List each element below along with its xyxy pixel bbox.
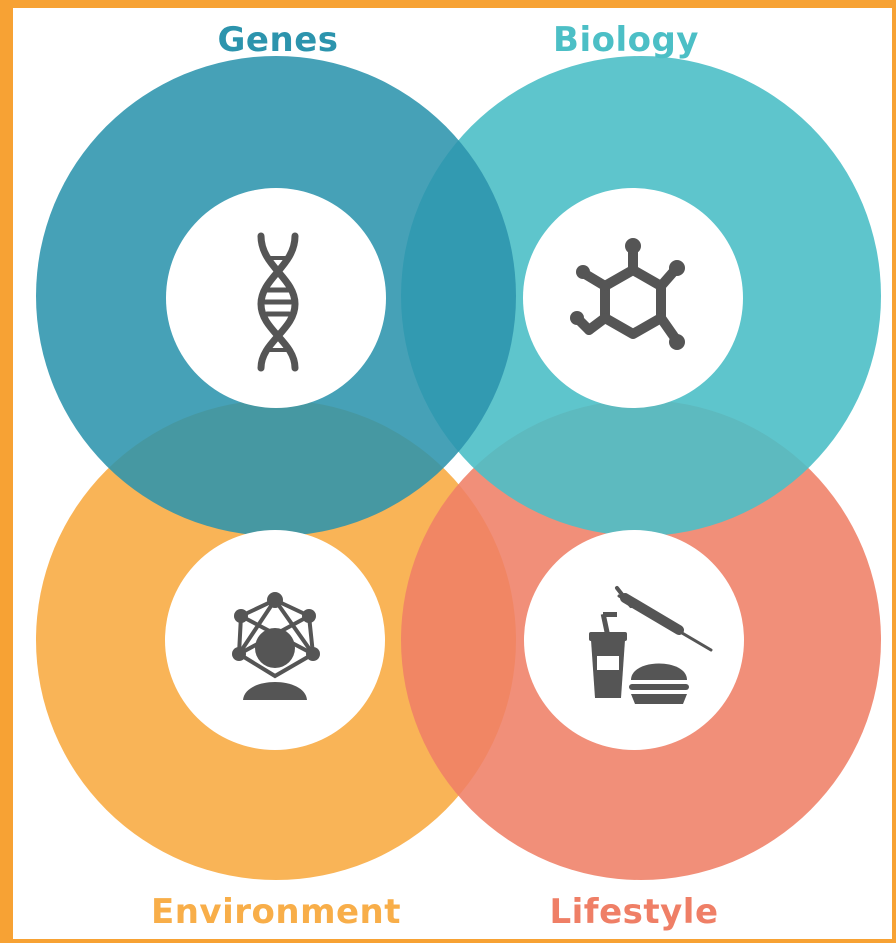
- dna-icon: [257, 232, 299, 372]
- biology-inner-disc: [523, 188, 743, 408]
- genes-label: Genes: [217, 20, 339, 60]
- lifestyle-label: Lifestyle: [549, 892, 719, 932]
- biology-label: Biology: [553, 20, 699, 60]
- venn-diagram: [36, 56, 881, 880]
- environment-label: Environment: [150, 892, 402, 932]
- food-and-syringe-icon: [589, 586, 713, 704]
- lifestyle-inner-disc: [524, 530, 744, 750]
- molecule-atoms: [570, 238, 685, 350]
- genes-inner-disc: [166, 188, 386, 408]
- network-person-icon: [232, 592, 320, 700]
